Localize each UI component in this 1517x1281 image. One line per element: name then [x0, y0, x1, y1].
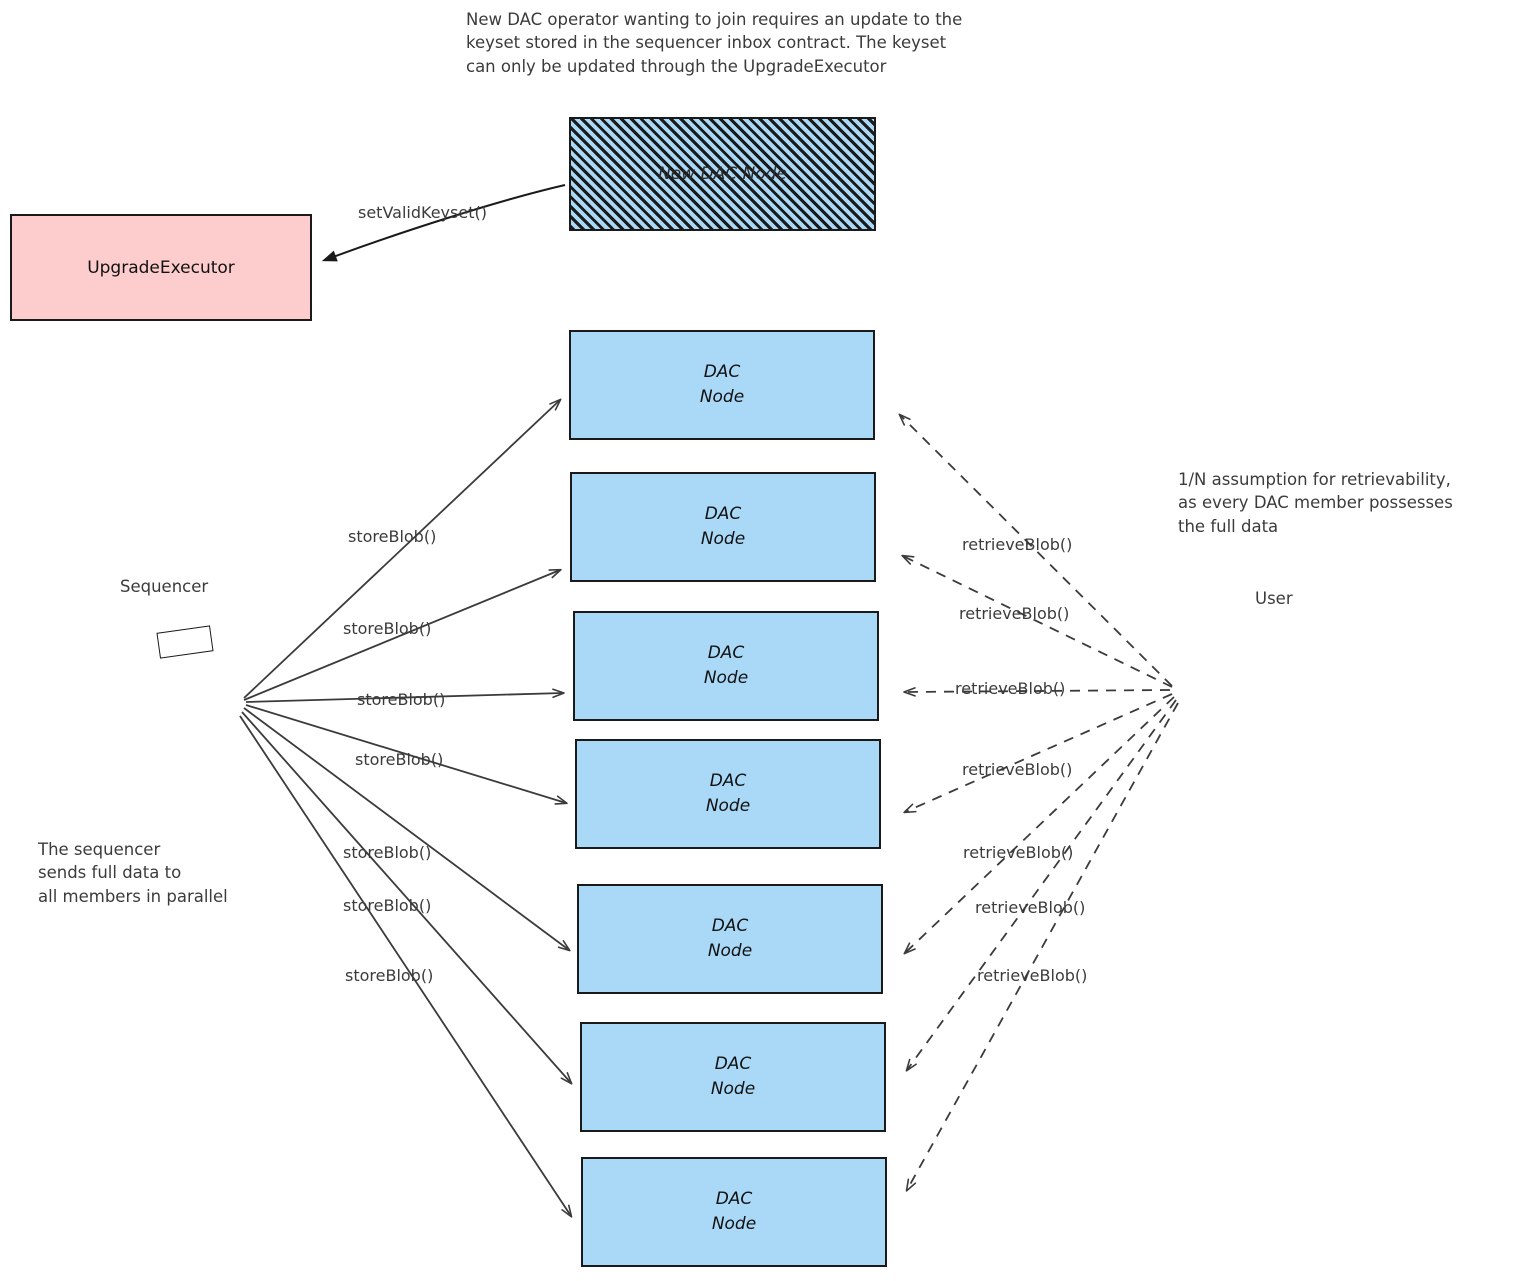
dac-node-7-label-line1: DAC: [715, 1189, 753, 1210]
edge-label-store-blob-4: storeBlob(): [355, 750, 444, 769]
annotation-keyset-update: New DAC operator wanting to join require…: [466, 10, 963, 76]
box-dac-node-5[interactable]: DAC Node: [577, 884, 883, 994]
dac-node-3-label-line1: DAC: [707, 643, 745, 664]
edge-group-store-blob: [239, 398, 573, 1218]
dac-node-3-label-line2: Node: [703, 668, 749, 688]
edge-label-set-valid-keyset: setValidKeyset(): [358, 203, 487, 222]
edge-label-store-blob-5: storeBlob(): [343, 843, 432, 862]
dac-node-2-label-line1: DAC: [704, 504, 742, 525]
edge-label-retrieve-blob-3: retrieveBlob(): [955, 679, 1066, 698]
new-dac-node-label-line2: Node: [742, 163, 787, 184]
sequencer-icon: [156, 625, 214, 659]
box-dac-node-1[interactable]: DAC Node: [569, 330, 875, 440]
annotation-sequencer-parallel: The sequencer sends full data to all mem…: [38, 840, 228, 906]
box-dac-node-2[interactable]: DAC Node: [570, 472, 876, 582]
dac-node-1-label-line1: DAC: [703, 362, 741, 383]
box-dac-node-6[interactable]: DAC Node: [580, 1022, 886, 1132]
edge-retrieve-blob-6: [905, 699, 1177, 1072]
edge-label-retrieve-blob-6: retrieveBlob(): [975, 898, 1086, 917]
edge-set-valid-keyset: [321, 184, 566, 262]
box-dac-node-4[interactable]: DAC Node: [575, 739, 881, 849]
dac-node-4-label-line2: Node: [705, 796, 751, 816]
edge-retrieve-blob-4: [903, 693, 1173, 814]
dac-node-4-label-line1: DAC: [709, 771, 747, 792]
box-upgrade-executor[interactable]: UpgradeExecutor: [10, 214, 312, 321]
edge-label-retrieve-blob-2: retrieveBlob(): [959, 604, 1070, 623]
annotation-retrievability: 1/N assumption for retrievability, as ev…: [1178, 470, 1453, 536]
edge-label-store-blob-3: storeBlob(): [357, 690, 446, 709]
actor-label-user: User: [1255, 589, 1293, 608]
dac-node-6-label-line2: Node: [710, 1079, 756, 1099]
edge-label-retrieve-blob-7: retrieveBlob(): [977, 966, 1088, 985]
dac-node-7-label-line2: Node: [711, 1214, 757, 1234]
dac-node-1-label-line2: Node: [699, 387, 745, 407]
dac-node-5-label-line2: Node: [707, 941, 753, 961]
upgrade-executor-label: UpgradeExecutor: [87, 257, 235, 278]
edge-label-retrieve-blob-1: retrieveBlob(): [962, 535, 1073, 554]
edge-group-retrieve-blob: [898, 413, 1179, 1192]
edge-label-store-blob-6: storeBlob(): [343, 896, 432, 915]
edge-label-retrieve-blob-5: retrieveBlob(): [963, 843, 1074, 862]
actor-label-sequencer: Sequencer: [120, 577, 209, 596]
box-dac-node-3[interactable]: DAC Node: [573, 611, 879, 721]
new-dac-node-label-line1: New DAC: [658, 163, 738, 184]
edge-label-store-blob-2: storeBlob(): [343, 619, 432, 638]
edge-label-store-blob-1: storeBlob(): [348, 527, 437, 546]
edge-store-blob-1: [243, 398, 562, 699]
edge-label-retrieve-blob-4: retrieveBlob(): [962, 760, 1073, 779]
box-dac-node-7[interactable]: DAC Node: [581, 1157, 887, 1267]
dac-node-5-label-line1: DAC: [711, 916, 749, 937]
dac-node-2-label-line2: Node: [700, 529, 746, 549]
dac-node-6-label-line1: DAC: [714, 1054, 752, 1075]
box-new-dac-node[interactable]: New DAC Node: [569, 117, 876, 231]
edge-label-store-blob-7: storeBlob(): [345, 966, 434, 985]
